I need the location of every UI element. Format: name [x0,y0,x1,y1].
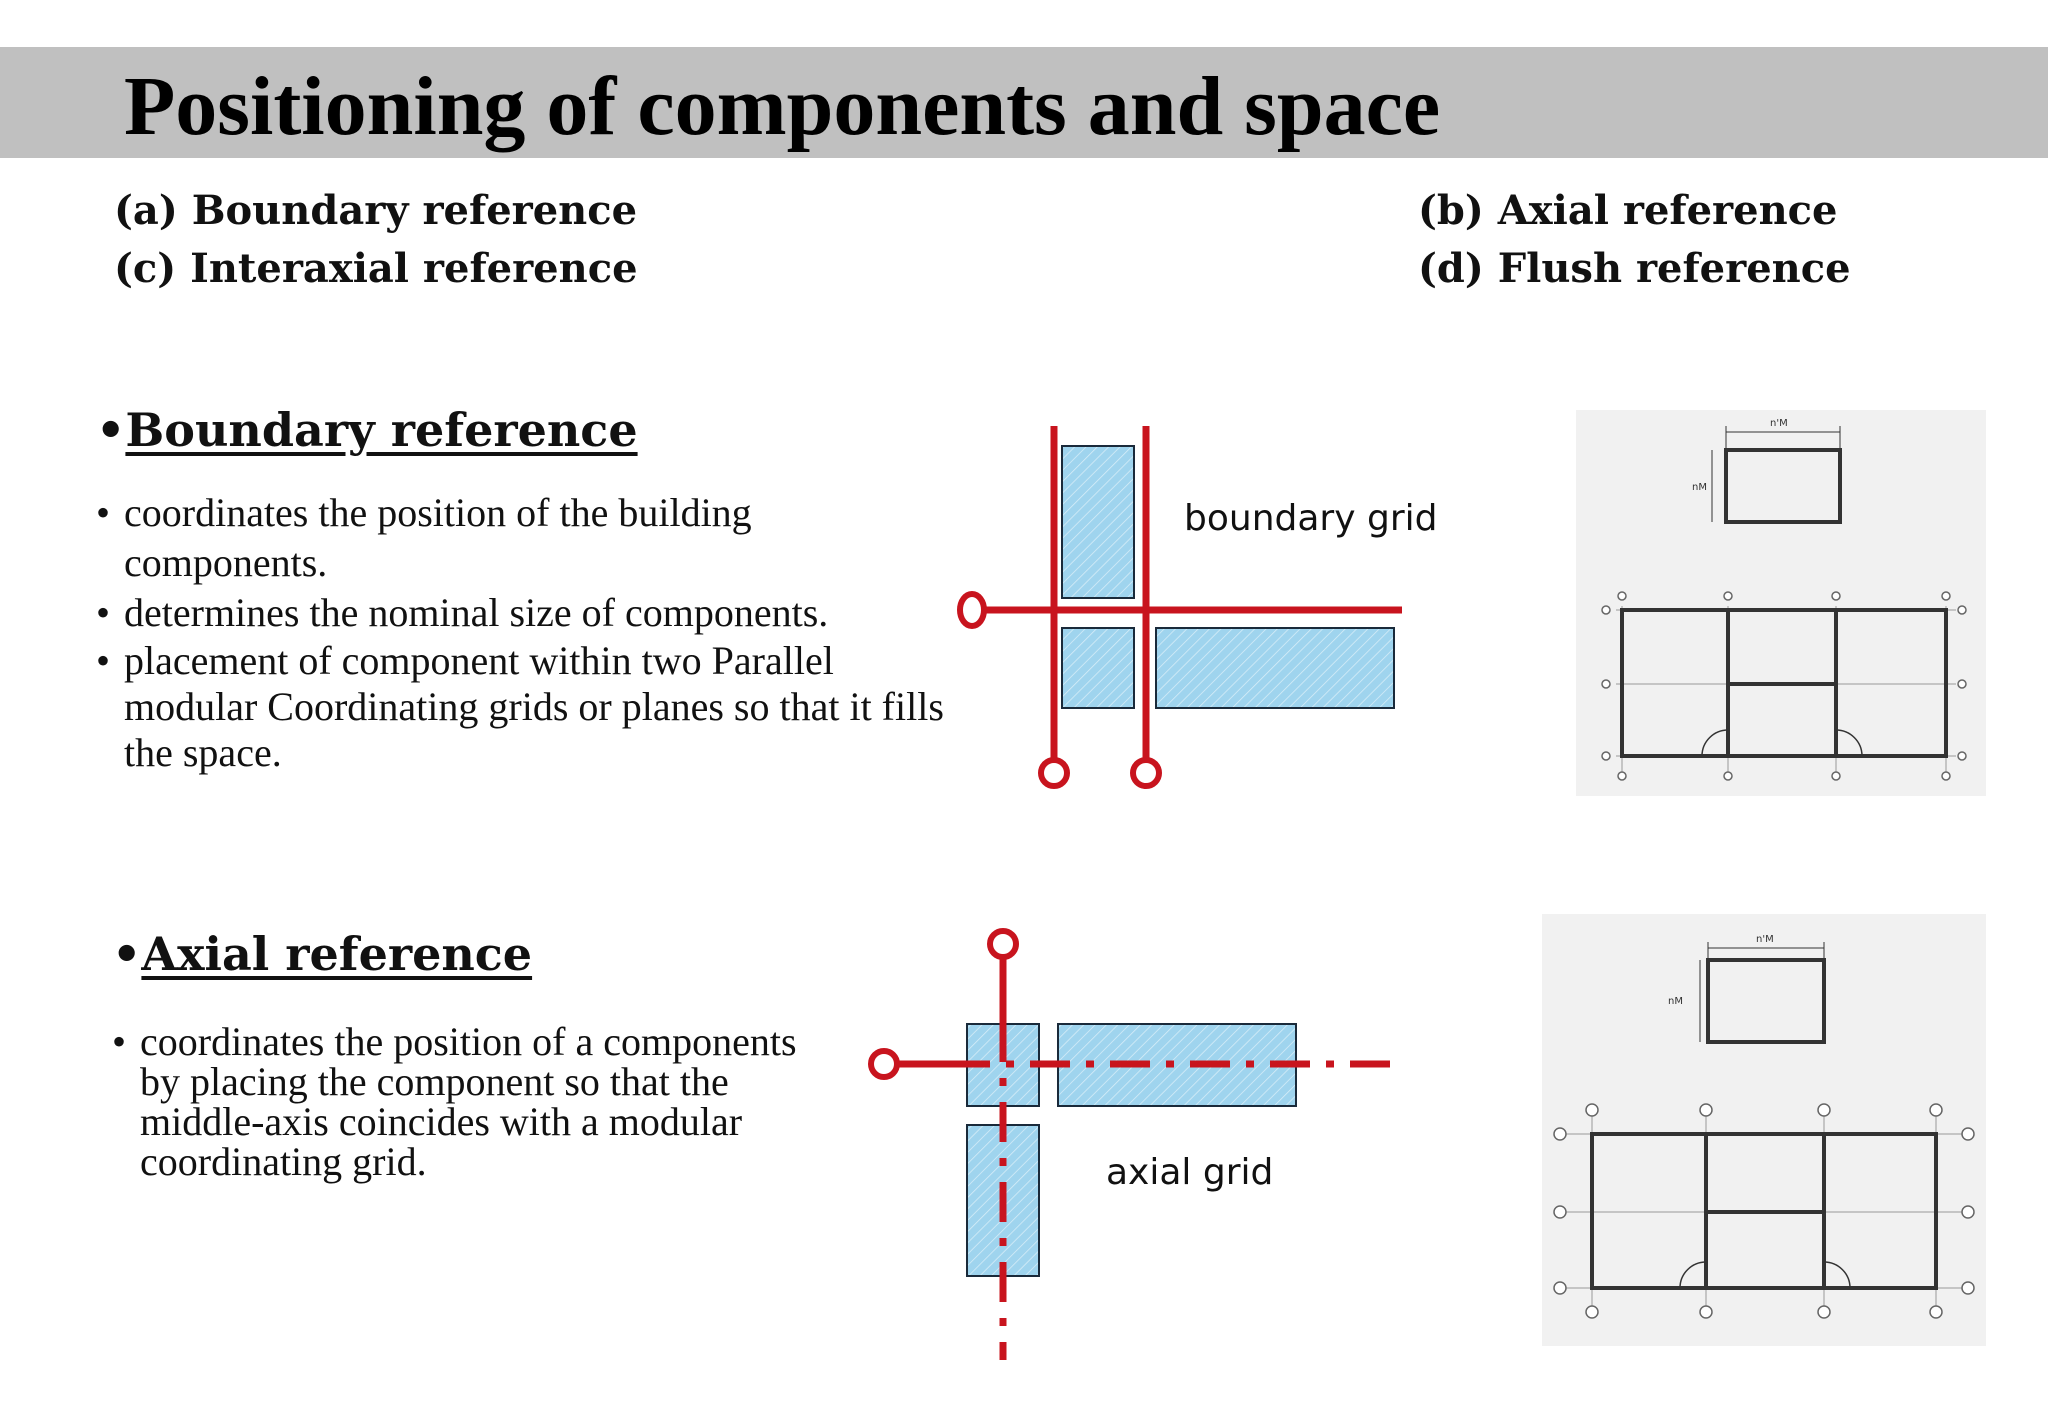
title-bar [0,47,2048,158]
grid-marker-circle [868,1048,900,1080]
bullet-glyph: • [96,403,126,457]
grid-marker-circle [957,591,987,629]
dimension-width-label: n'M [1756,934,1774,945]
list-item: coordinates the position of a components… [112,1022,812,1182]
component-block [1155,627,1395,709]
dimension-height-label: nM [1668,996,1683,1007]
list-item: determines the nominal size of component… [96,588,956,638]
component-block [1061,445,1135,599]
axial-heading: •Axial reference [112,926,532,982]
grid-marker-circle [1038,757,1070,789]
boundary-heading: •Boundary reference [96,402,638,458]
component-block [1061,627,1135,709]
axial-plan-image: n'M nM [1542,914,1986,1346]
dimension-width-label: n'M [1770,418,1788,429]
axial-bullet-list: coordinates the position of a components… [112,1022,812,1182]
axial-grid-label: axial grid [1106,1152,1273,1193]
ref-c: (c) Interaxial reference [114,245,638,292]
bullet-glyph: • [112,927,142,981]
boundary-grid-diagram: boundary grid [957,426,1437,789]
floor-plan-drawing: n'M nM [1601,418,1967,781]
list-item: coordinates the position of the building… [96,488,956,588]
axial-grid-diagram: axial grid [868,928,1400,1360]
ref-a: (a) Boundary reference [114,187,638,234]
axial-heading-label: Axial reference [141,927,533,981]
dimension-height-label: nM [1692,482,1707,493]
floor-plan-drawing: n'M nM [1553,934,1975,1319]
ref-b: (b) Axial reference [1418,187,1838,234]
boundary-grid-label: boundary grid [1184,498,1437,539]
grid-marker-circle [987,928,1019,960]
boundary-heading-label: Boundary reference [125,403,638,457]
ref-d: (d) Flush reference [1418,245,1851,292]
boundary-bullet-list: coordinates the position of the building… [96,488,956,776]
list-item: placement of component within two Parall… [96,638,956,776]
boundary-plan-image: n'M nM [1576,410,1986,796]
page-title: Positioning of components and space [124,60,1441,153]
grid-marker-circle [1130,757,1162,789]
